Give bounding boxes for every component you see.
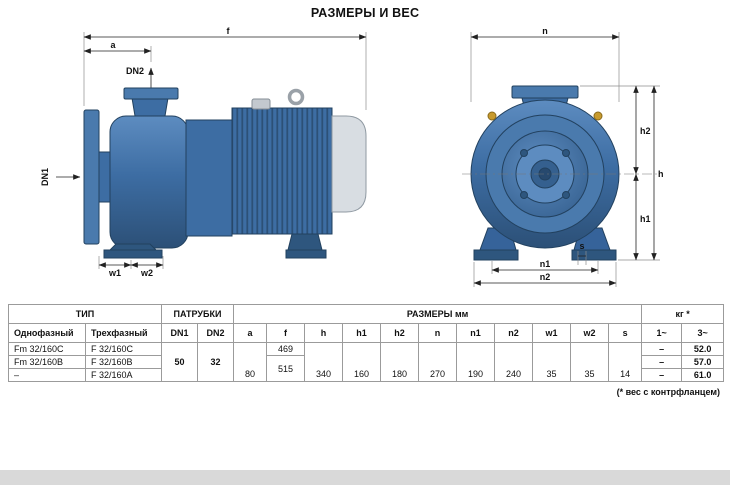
col-header-h2: h2 <box>380 323 419 343</box>
cell-f-row1: 469 <box>266 342 305 356</box>
cell-a: 80 <box>233 342 267 382</box>
dim-w2-label: w2 <box>140 268 153 278</box>
dim-dn1: DN1 <box>40 168 81 186</box>
header-type: ТИП <box>8 304 162 324</box>
cell-weight-3ph-row2: 57.0 <box>681 355 725 369</box>
table-row: – F 32/160A – 61.0 <box>8 368 725 382</box>
brass-plug-right <box>593 111 603 121</box>
weight-footnote: (* вес с контрфланцем) <box>616 387 720 397</box>
col-header-w2: w2 <box>570 323 609 343</box>
dim-n2-label: n2 <box>540 272 551 282</box>
terminal-box <box>251 98 271 110</box>
cell-model-1ph-row2: Fm 32/160B <box>8 355 86 369</box>
dim-f-label: f <box>227 26 231 36</box>
brass-plug-left <box>487 111 497 121</box>
col-header-w1: w1 <box>532 323 571 343</box>
page-title: РАЗМЕРЫ И ВЕС <box>310 6 420 20</box>
cell-model-3ph-row3: F 32/160A <box>85 368 162 382</box>
col-header-s: s <box>607 323 643 343</box>
header-dimensions: РАЗМЕРЫ мм <box>232 304 643 324</box>
cell-model-3ph-row1: F 32/160C <box>85 342 162 356</box>
dn2-label: DN2 <box>126 66 144 76</box>
column-header-row: Однофазный Трехфазный DN1 DN2 a f h h1 h… <box>8 323 725 343</box>
cell-h2: 180 <box>380 342 419 382</box>
dim-f: f <box>83 26 367 110</box>
col-header-three-phase: Трехфазный <box>85 323 162 343</box>
dim-a-label: a <box>110 40 116 50</box>
col-header-h: h <box>304 323 343 343</box>
dim-n-label: n <box>542 26 548 36</box>
cell-f-row2: 515 <box>266 355 305 382</box>
col-header-h1: h1 <box>342 323 381 343</box>
dim-h-group: h2 h1 h <box>580 85 664 261</box>
col-header-n1: n1 <box>456 323 495 343</box>
col-header-weight-1ph: 1~ <box>641 323 683 343</box>
col-header-f: f <box>266 323 305 343</box>
cell-w2: 35 <box>570 342 609 382</box>
dim-s-label: s <box>579 241 584 251</box>
col-header-single-phase: Однофазный <box>8 323 86 343</box>
dim-s: s <box>577 241 587 265</box>
dim-h-label: h <box>658 169 664 179</box>
dim-w1-label: w1 <box>108 268 121 278</box>
cell-s: 14 <box>607 342 643 382</box>
cell-weight-1ph-row1: – <box>641 342 683 356</box>
page-edge-band <box>0 470 730 485</box>
pump-technical-drawings: f a DN2 DN1 <box>40 26 664 287</box>
cell-n1: 190 <box>456 342 495 382</box>
dim-dn2: DN2 <box>126 66 154 90</box>
cell-n: 270 <box>418 342 457 382</box>
cell-w1: 35 <box>532 342 571 382</box>
cell-weight-1ph-row2: – <box>641 355 683 369</box>
dim-n: n <box>470 26 620 102</box>
col-header-n: n <box>418 323 457 343</box>
cell-model-1ph-row1: Fm 32/160C <box>8 342 86 356</box>
table-row: Fm 32/160B F 32/160B 515 – 57.0 <box>8 355 725 382</box>
dim-n1-label: n1 <box>540 259 551 269</box>
dim-w1-w2: w1 w2 <box>98 256 164 278</box>
cell-weight-1ph-row3: – <box>641 368 683 382</box>
dimensions-weight-table: ТИП ПАТРУБКИ РАЗМЕРЫ мм кг * Однофазный … <box>8 304 725 382</box>
pump-front-body <box>470 85 620 261</box>
col-header-n2: n2 <box>494 323 533 343</box>
col-header-dn1: DN1 <box>161 323 198 343</box>
pump-side-view: f a DN2 DN1 <box>40 26 367 278</box>
col-header-a: a <box>233 323 267 343</box>
cell-h: 340 <box>304 342 343 382</box>
pump-side-body <box>83 87 367 259</box>
lifting-eye <box>287 88 305 106</box>
dim-n2: n2 <box>473 262 617 287</box>
table-row: Fm 32/160C F 32/160C 50 32 80 469 340 16… <box>8 342 725 382</box>
col-header-weight-3ph: 3~ <box>681 323 725 343</box>
pump-front-view: n <box>462 26 664 287</box>
cell-h1: 160 <box>342 342 381 382</box>
col-header-dn2: DN2 <box>197 323 234 343</box>
header-weight: кг * <box>641 304 725 324</box>
dn1-label: DN1 <box>40 168 50 186</box>
cell-weight-3ph-row3: 61.0 <box>681 368 725 382</box>
cell-weight-3ph-row1: 52.0 <box>681 342 725 356</box>
dim-h2-label: h2 <box>640 126 651 136</box>
dim-n1: n1 <box>491 259 599 274</box>
cell-dn2: 32 <box>197 342 234 382</box>
cell-n2: 240 <box>494 342 533 382</box>
dim-a: a <box>83 40 152 62</box>
cell-dn1: 50 <box>161 342 198 382</box>
cell-model-1ph-row3: – <box>8 368 86 382</box>
cell-model-3ph-row2: F 32/160B <box>85 355 162 369</box>
header-ports: ПАТРУБКИ <box>161 304 234 324</box>
dim-h1-label: h1 <box>640 214 651 224</box>
group-header-row: ТИП ПАТРУБКИ РАЗМЕРЫ мм кг * <box>8 304 725 324</box>
